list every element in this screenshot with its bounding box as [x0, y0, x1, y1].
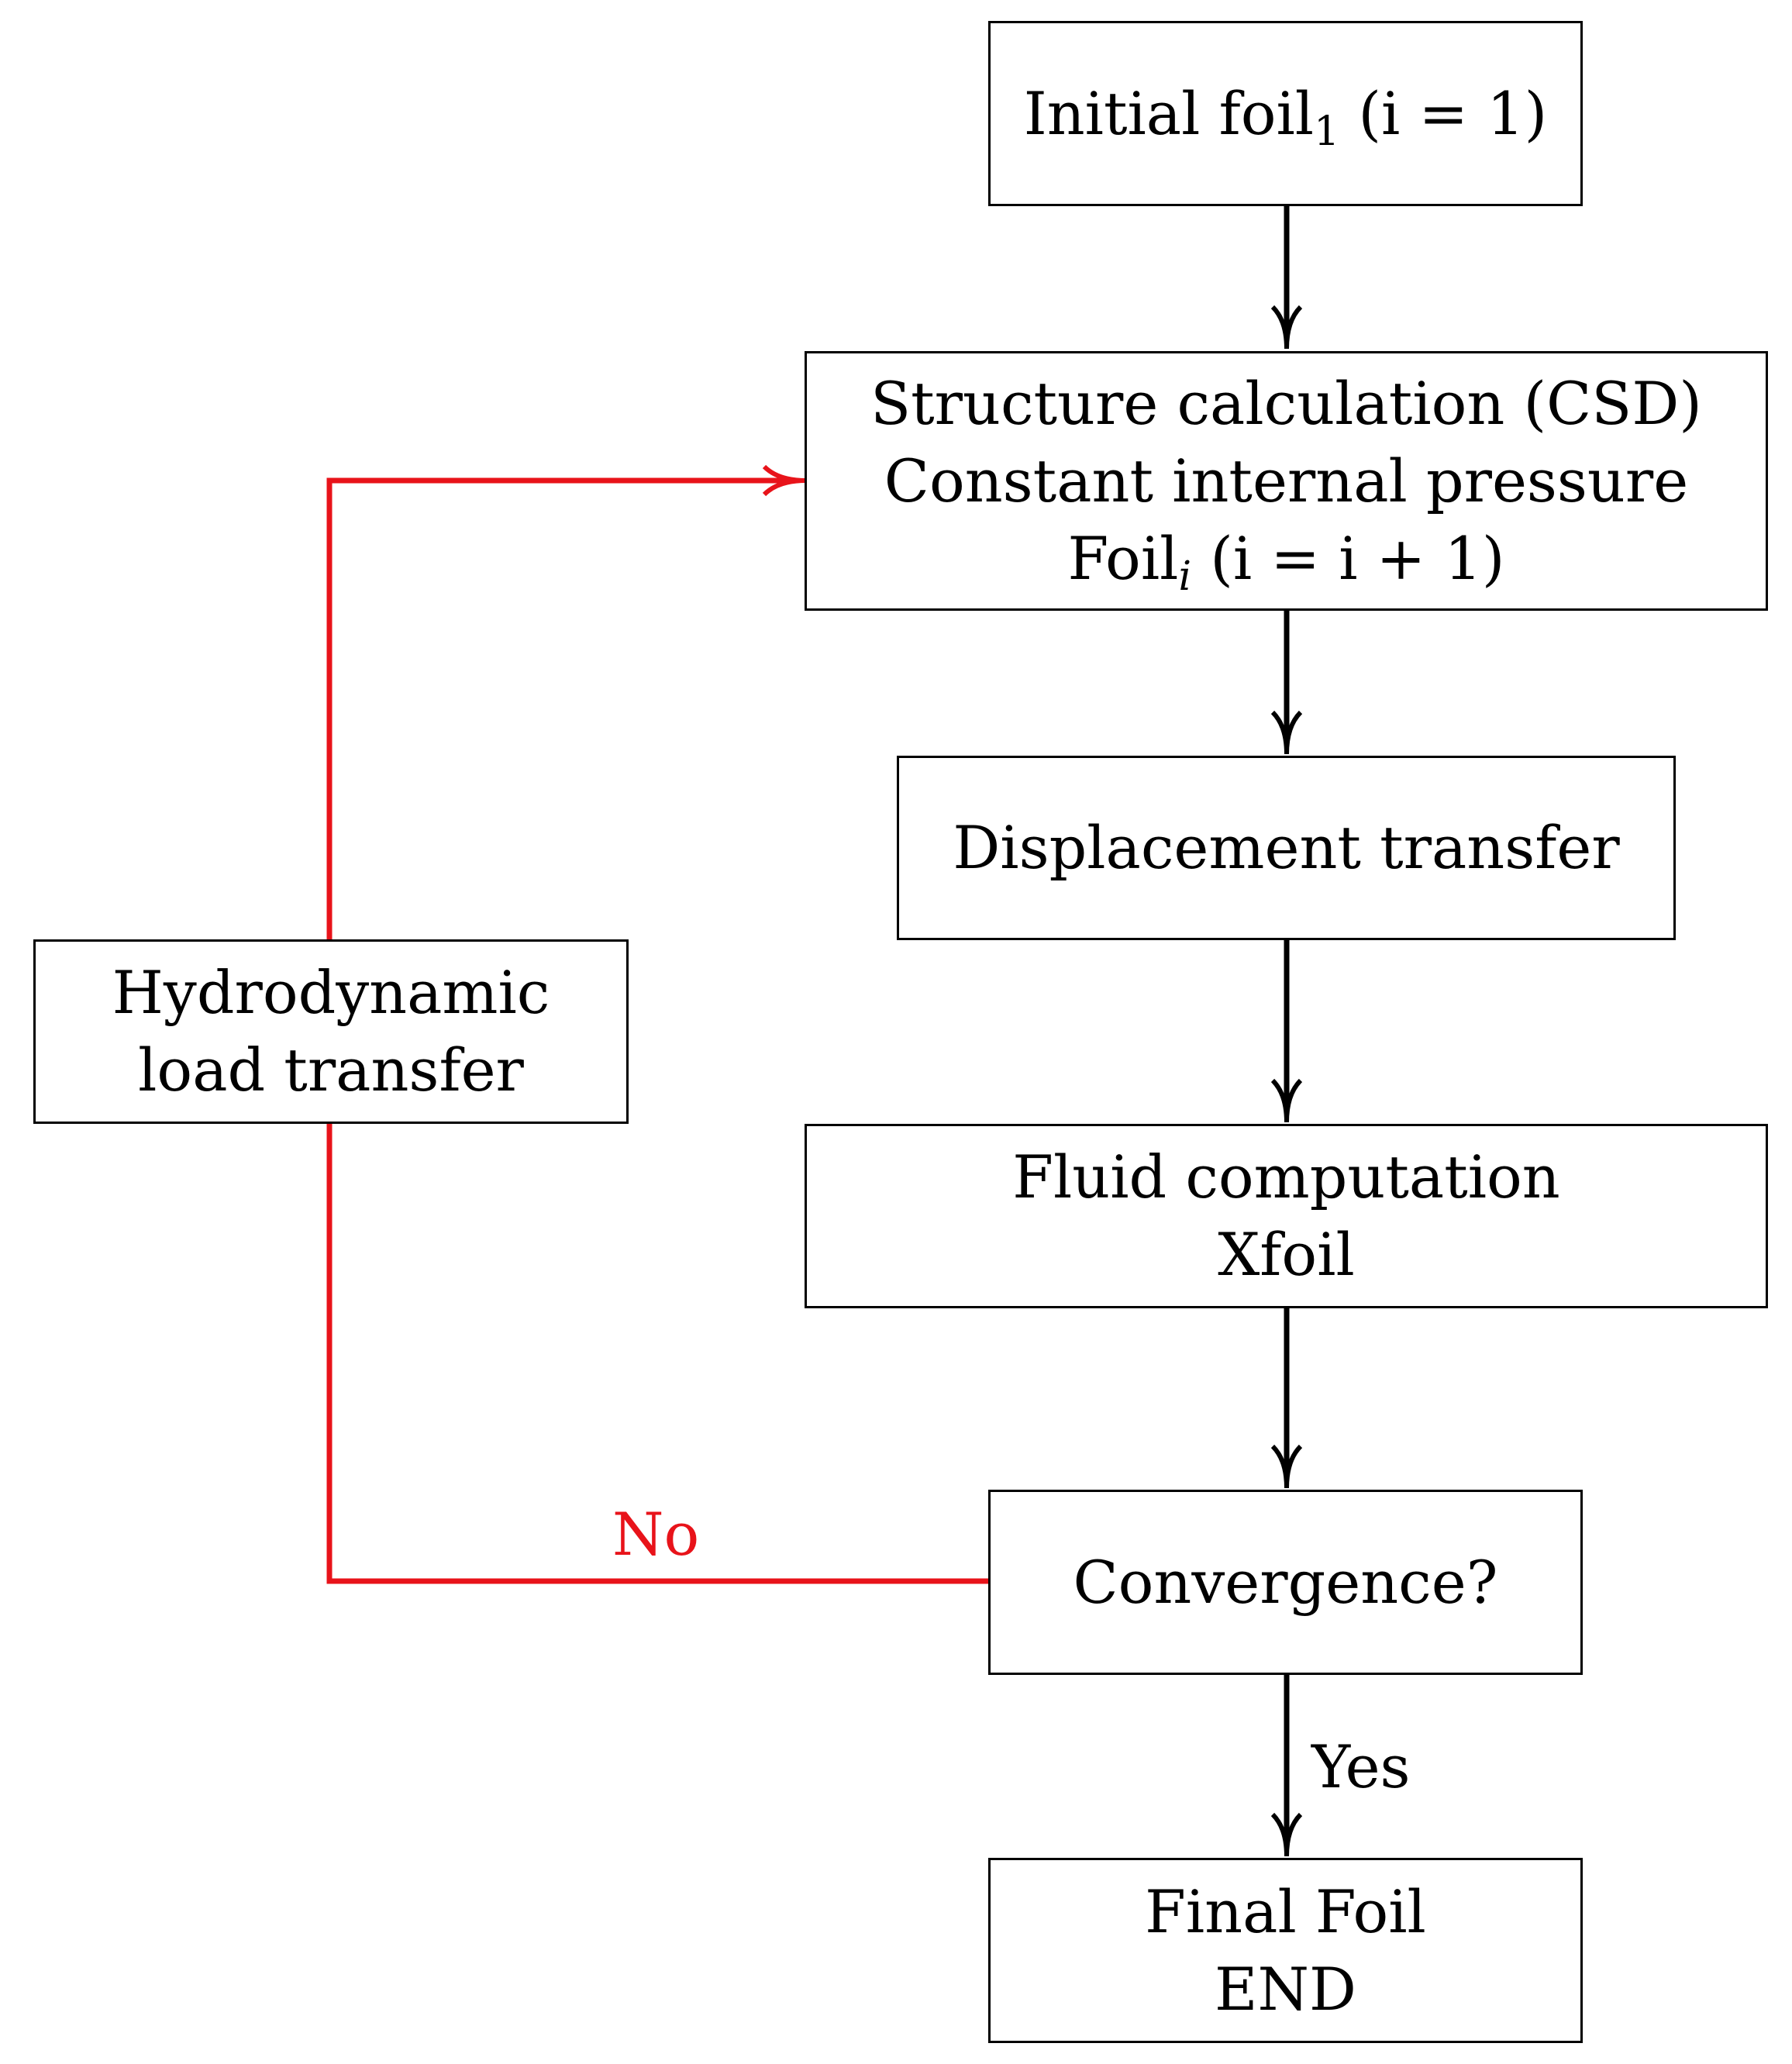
initial-foil-subscript: 1 — [1314, 108, 1340, 155]
final-foil-label: Final Foil — [1145, 1876, 1426, 1946]
convergence-label: Convergence? — [1073, 1547, 1498, 1617]
foil-iteration-label: Foili (i = i + 1) — [1067, 523, 1505, 600]
arrow-hydrodynamic-to-structure — [326, 464, 807, 939]
constant-pressure-label: Constant internal pressure — [884, 446, 1689, 515]
load-transfer-label: load transfer — [138, 1035, 524, 1104]
arrow-structure-to-displacement — [1270, 611, 1303, 755]
node-final-foil: Final Foil END — [988, 1858, 1583, 2043]
arrow-fluid-to-convergence — [1270, 1308, 1303, 1489]
edge-label-no: No — [612, 1500, 700, 1569]
arrow-displacement-to-fluid — [1270, 940, 1303, 1123]
end-label: END — [1215, 1954, 1356, 2024]
hydrodynamic-label: Hydrodynamic — [112, 958, 550, 1027]
node-hydrodynamic-load-transfer: Hydrodynamic load transfer — [33, 939, 629, 1124]
node-displacement-transfer: Displacement transfer — [897, 756, 1676, 940]
foil-iteration-subscript: i — [1178, 553, 1192, 600]
arrow-convergence-to-final — [1270, 1675, 1303, 1857]
node-fluid-computation: Fluid computation Xfoil — [805, 1124, 1768, 1308]
arrow-convergence-to-hydrodynamic-no — [326, 1124, 990, 1584]
structure-calculation-label: Structure calculation (CSD) — [870, 368, 1702, 438]
node-structure-calculation: Structure calculation (CSD) Constant int… — [805, 351, 1768, 611]
node-convergence: Convergence? — [988, 1490, 1583, 1675]
arrow-initial-to-structure — [1270, 206, 1303, 350]
fluid-computation-label: Fluid computation — [1012, 1142, 1560, 1211]
xfoil-label: Xfoil — [1218, 1220, 1355, 1289]
edge-label-yes: Yes — [1311, 1732, 1411, 1801]
node-initial-foil: Initial foil1 (i = 1) — [988, 21, 1583, 206]
displacement-transfer-label: Displacement transfer — [953, 813, 1620, 882]
initial-foil-label: Initial foil1 (i = 1) — [1023, 78, 1548, 155]
